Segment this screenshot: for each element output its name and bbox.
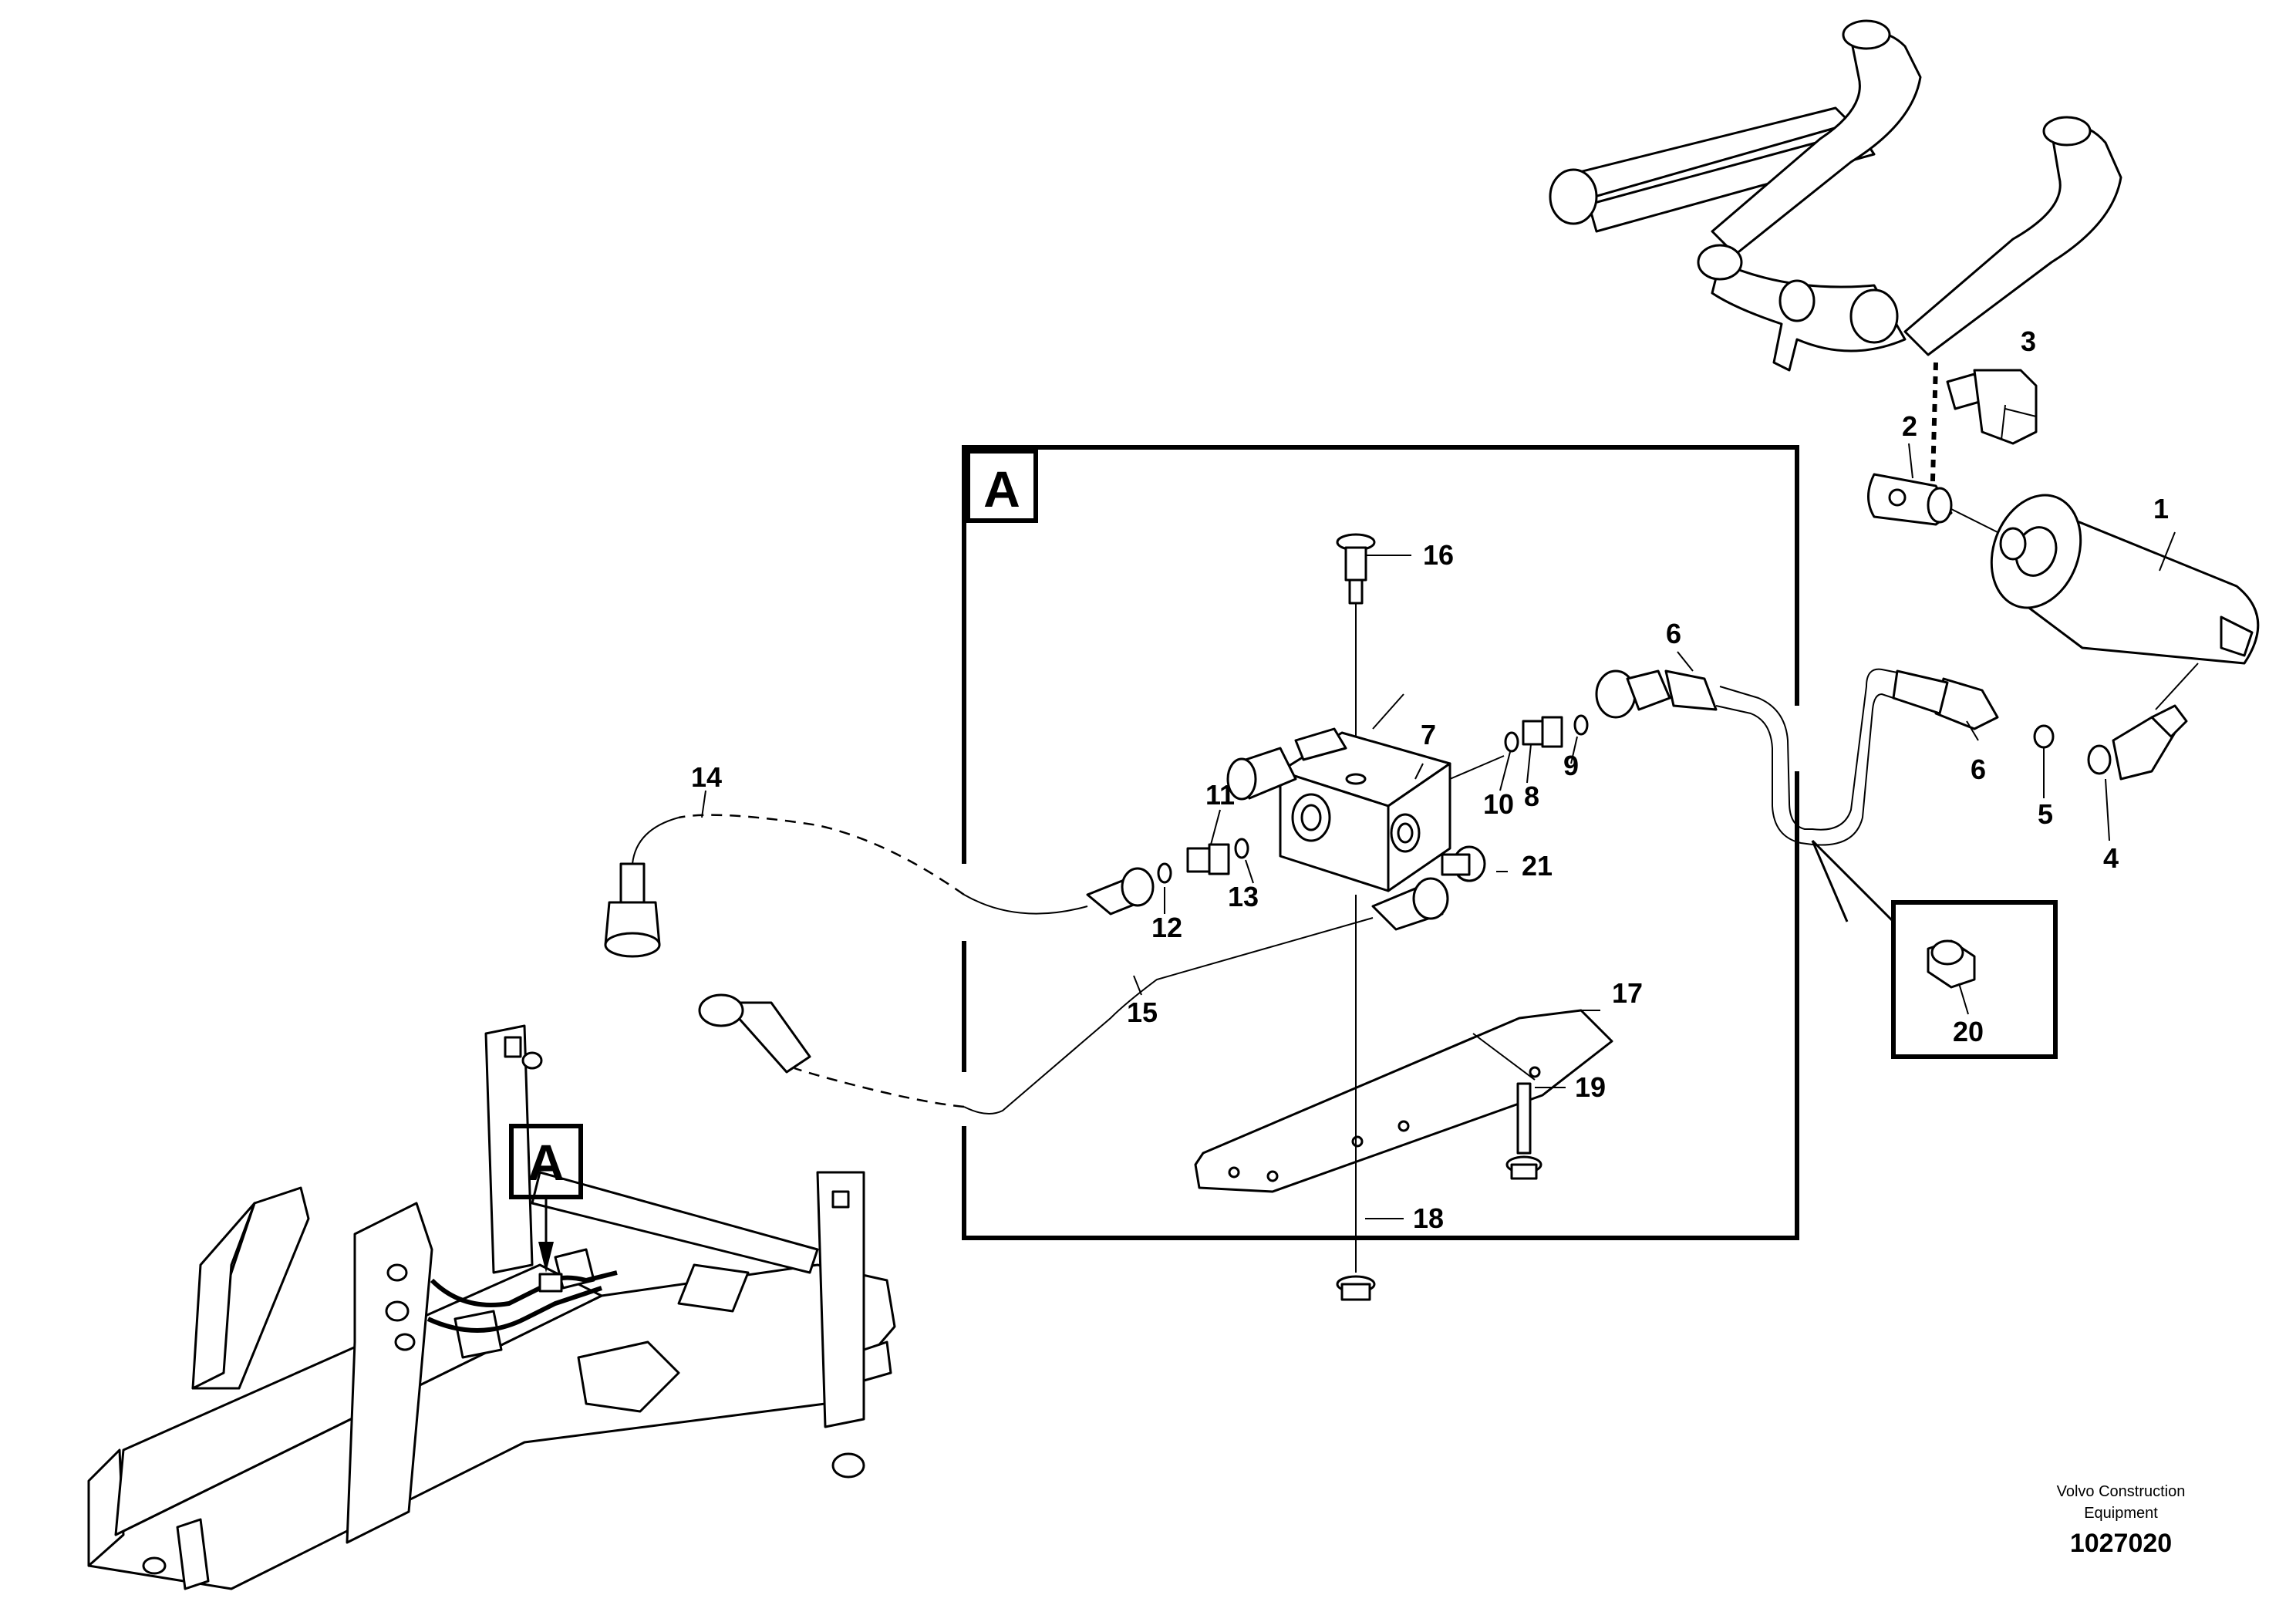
hose-14-solid <box>963 894 1088 915</box>
callout-19: 19 <box>1575 1071 1606 1103</box>
part-1-cylinder <box>1990 494 2260 665</box>
detail-view-a <box>962 445 1799 1240</box>
footer-company-line1: Volvo Construction <box>2057 1483 2186 1500</box>
callout-16: 16 <box>1423 539 1454 571</box>
part-3-pin <box>1946 369 2038 445</box>
hose-14-end <box>632 817 679 865</box>
part-9-o-ring <box>1573 714 1589 736</box>
part-14-hose-end-in-a <box>1086 867 1155 916</box>
part-15-hose-fitting <box>698 993 811 1074</box>
callout-15: 15 <box>1127 996 1158 1028</box>
pedal-link-line <box>1930 362 1938 510</box>
footer-company-line2: Equipment <box>2084 1505 2158 1522</box>
part-5-o-ring <box>2033 724 2055 749</box>
callout-7: 7 <box>1421 719 1436 750</box>
callout-8: 8 <box>1524 781 1539 812</box>
callout-6-left: 6 <box>1666 618 1681 649</box>
callout-1: 1 <box>2153 493 2169 524</box>
part-4-elbow <box>2087 704 2188 781</box>
footer-drawing-number: 1027020 <box>2070 1529 2172 1558</box>
part-17-bracket <box>1194 1009 1613 1193</box>
callout-20: 20 <box>1953 1016 1984 1047</box>
part-16-bolt <box>1336 533 1376 740</box>
hose-right-path-inner <box>1715 693 1894 846</box>
part-14-hose-fitting <box>604 862 661 958</box>
callout-13: 13 <box>1228 881 1259 912</box>
part-15-hose-end-in-a <box>1371 877 1449 931</box>
callout-6-right: 6 <box>1971 754 1986 785</box>
callout-5: 5 <box>2038 798 2053 830</box>
callout-2: 2 <box>1902 410 1917 442</box>
hose-15-solid <box>963 917 1374 1114</box>
view-marker-label: A <box>528 1134 565 1191</box>
callout-4: 4 <box>2103 842 2119 874</box>
part-2-clevis <box>1867 473 1953 526</box>
part-8-fitting <box>1522 716 1563 748</box>
detail-view-label: A <box>983 460 1020 518</box>
part-10-o-ring <box>1504 731 1519 753</box>
callout-11: 11 <box>1205 779 1235 811</box>
part-6-hose-fitting-right <box>1892 669 1999 730</box>
hose-right-path <box>1719 668 1898 831</box>
callout-17: 17 <box>1612 977 1643 1009</box>
machine-frame <box>87 1024 896 1590</box>
callout-3: 3 <box>2021 325 2036 357</box>
part-12-o-ring <box>1157 862 1172 884</box>
part-21-fitting <box>1441 845 1486 882</box>
part-20-detail-box <box>1811 839 2058 1059</box>
callout-10: 10 <box>1483 788 1514 820</box>
part-13-o-ring <box>1234 838 1249 859</box>
hose-15-dashed <box>794 1067 965 1108</box>
part-19-bolt <box>1505 1082 1542 1180</box>
part-11-fitting <box>1186 843 1230 875</box>
callout-18: 18 <box>1413 1202 1444 1234</box>
part-6-hose-fitting-left <box>1595 669 1718 719</box>
callout-9: 9 <box>1563 750 1579 781</box>
pedal-assembly <box>1549 19 2122 372</box>
callout-12: 12 <box>1151 912 1182 943</box>
hose-14-dashed <box>678 814 965 896</box>
part-18-nut <box>1336 1275 1376 1301</box>
callout-21: 21 <box>1522 850 1553 882</box>
leader-lines <box>701 404 2176 1219</box>
callout-14: 14 <box>691 761 722 793</box>
part-7-valve-block <box>1226 727 1451 892</box>
view-a-location-marker <box>509 1124 583 1273</box>
